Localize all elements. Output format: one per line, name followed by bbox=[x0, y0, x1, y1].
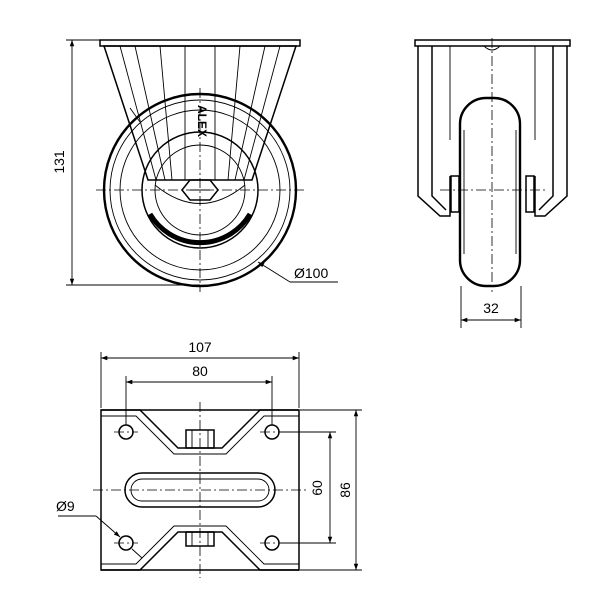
dimension-hole-diameter-label: Ø9 bbox=[56, 498, 75, 514]
dimension-plate-width-label: 107 bbox=[188, 339, 212, 355]
dimension-height-label: 131 bbox=[51, 150, 67, 174]
dimension-hole-spacing-y-label: 60 bbox=[309, 480, 325, 496]
side-wheel bbox=[458, 96, 522, 288]
dimensions: 131 Ø100 32 107 80 bbox=[51, 39, 522, 571]
dimension-wheel-width: 32 bbox=[460, 286, 522, 328]
mounting-plate-view bbox=[93, 402, 307, 578]
side-bracket bbox=[414, 39, 571, 217]
dimension-wheel-diameter-label: Ø100 bbox=[294, 265, 328, 281]
dimension-plate-depth: 86 bbox=[300, 409, 362, 571]
fork-bracket bbox=[99, 39, 301, 204]
side-view bbox=[414, 38, 571, 292]
dimension-hole-diameter: Ø9 bbox=[56, 498, 143, 559]
dimension-hole-spacing-x: 80 bbox=[125, 363, 273, 425]
dimension-height: 131 bbox=[51, 39, 200, 286]
dimension-wheel-width-label: 32 bbox=[483, 300, 499, 316]
brand-mark: ALEX bbox=[195, 105, 209, 137]
dimension-hole-spacing-y: 60 bbox=[280, 431, 336, 544]
dimension-wheel-diameter: Ø100 bbox=[257, 261, 338, 283]
dimension-plate-depth-label: 86 bbox=[337, 482, 353, 498]
dimension-plate-width: 107 bbox=[100, 339, 300, 408]
front-view: ALEX bbox=[96, 39, 304, 292]
dimension-hole-spacing-x-label: 80 bbox=[192, 363, 208, 379]
